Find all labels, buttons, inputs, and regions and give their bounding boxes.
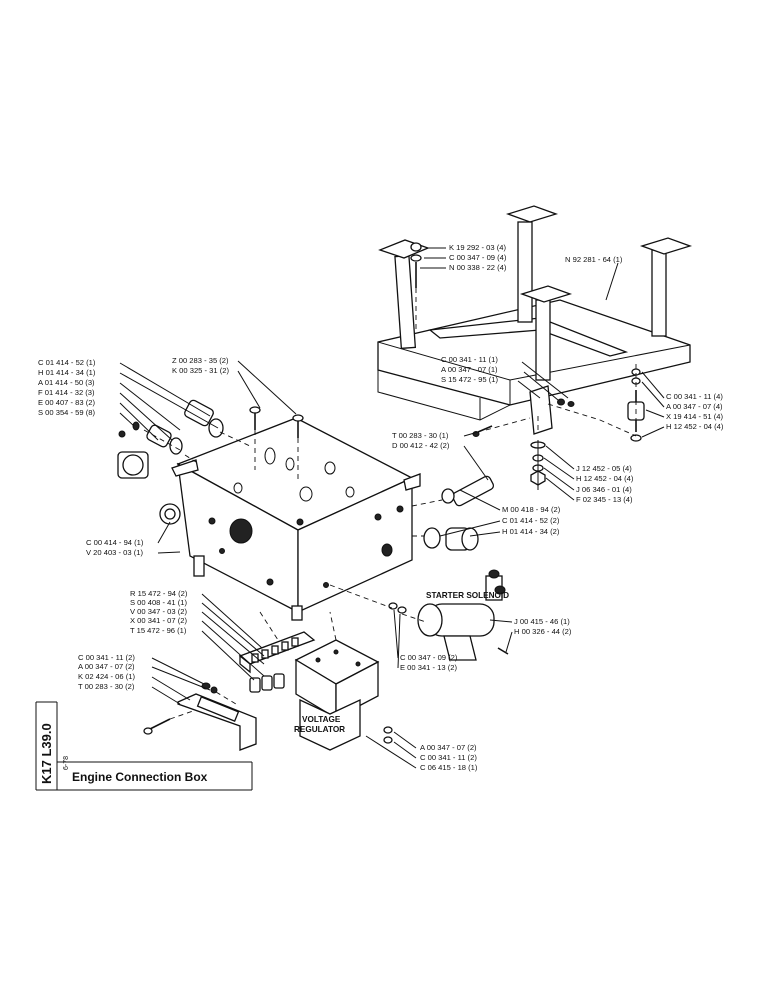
callout-left-fittings-3: A 01 414 - 50 (3) <box>38 378 95 387</box>
callout-right-mount-2: A 00 347 - 07 (4) <box>666 402 723 411</box>
callout-box-left-2: V 20 403 - 03 (1) <box>86 548 143 557</box>
lid-screws <box>249 406 304 438</box>
callout-lower-left-2: A 00 347 - 07 (2) <box>78 662 135 671</box>
callout-bracket-top-3: N 00 338 - 22 (4) <box>449 263 507 272</box>
callout-terminal-strip-1: R 15 472 - 94 (2) <box>130 589 188 598</box>
callout-bracket-top-1: K 19 292 - 03 (4) <box>449 243 506 252</box>
starter-solenoid <box>417 569 509 661</box>
callout-terminal-strip-5: T 15 472 - 96 (1) <box>130 626 187 635</box>
callout-regulator-bottom-2: C 00 341 - 11 (2) <box>420 753 477 762</box>
title-block <box>35 701 253 791</box>
starter-solenoid-label: STARTER SOLENOID <box>426 591 509 600</box>
callout-bracket-assembly: N 92 281 - 64 (1) <box>565 255 623 264</box>
voltage-regulator-label-1: VOLTAGE <box>302 715 341 724</box>
callout-box-right-1: M 00 418 - 94 (2) <box>502 505 561 514</box>
left-cable-fittings <box>117 399 224 525</box>
callout-terminal-strip-4: X 00 341 - 07 (2) <box>130 616 187 625</box>
callout-terminal-strip-3: V 00 347 - 03 (2) <box>130 607 187 616</box>
callout-solenoid-2: H 00 326 - 44 (2) <box>514 627 572 636</box>
leader-lines <box>119 247 665 769</box>
callout-bracket-mid-2: A 00 347 - 07 (1) <box>441 365 498 374</box>
callout-right-lower-2: H 12 452 - 04 (4) <box>576 474 634 483</box>
callout-left-fittings-6: S 00 354 - 59 (8) <box>38 408 95 417</box>
callout-right-mount-1: C 00 341 - 11 (4) <box>666 392 723 401</box>
mounting-bracket <box>377 205 693 435</box>
callout-right-lower-3: J 06 346 - 01 (4) <box>576 485 632 494</box>
diode-bracket <box>143 682 257 751</box>
callout-bracket-mid-1: C 00 341 - 11 (1) <box>441 355 498 364</box>
callout-bracket-top-2: C 00 347 - 09 (4) <box>449 253 507 262</box>
callout-lower-left-1: C 00 341 - 11 (2) <box>78 653 135 662</box>
callout-right-lower-1: J 12 452 - 05 (4) <box>576 464 632 473</box>
callout-left-fittings-5: E 00 407 - 83 (2) <box>38 398 95 407</box>
callout-solenoid-1: J 00 415 - 46 (1) <box>514 617 570 626</box>
bracket-top-hardware <box>410 242 422 288</box>
voltage-regulator <box>294 602 407 751</box>
callout-box-left-1: C 00 414 - 94 (1) <box>86 538 144 547</box>
callout-lid-screws-2: K 00 325 - 31 (2) <box>172 366 229 375</box>
assembly-lines <box>143 288 637 720</box>
callout-right-mount-4: H 12 452 - 04 (4) <box>666 422 724 431</box>
box-right-fittings <box>423 425 495 551</box>
connection-box <box>171 417 421 621</box>
callout-regulator-bottom-1: A 00 347 - 07 (2) <box>420 743 477 752</box>
drawing-date: 6-78 <box>63 756 70 770</box>
callout-lower-left-3: K 02 424 - 06 (1) <box>78 672 135 681</box>
callout-left-fittings-2: H 01 414 - 34 (1) <box>38 368 96 377</box>
callout-regulator-screws-1: C 00 347 - 09 (2) <box>400 653 458 662</box>
callout-lid-screws-1: Z 00 283 - 35 (2) <box>172 356 229 365</box>
callout-regulator-screws-2: E 00 341 - 13 (2) <box>400 663 457 672</box>
callout-box-side-2: D 00 412 - 42 (2) <box>392 441 450 450</box>
callout-box-right-3: H 01 414 - 34 (2) <box>502 527 560 536</box>
callout-left-fittings-1: C 01 414 - 52 (1) <box>38 358 96 367</box>
callout-regulator-bottom-3: C 06 415 - 18 (1) <box>420 763 478 772</box>
callout-terminal-strip-2: S 00 408 - 41 (1) <box>130 598 187 607</box>
terminal-strip <box>238 631 316 693</box>
voltage-regulator-label-2: REGULATOR <box>294 725 345 734</box>
callout-right-lower-4: F 02 345 - 13 (4) <box>576 495 633 504</box>
drawing-code: K17 L39.0 <box>39 723 54 784</box>
callout-box-right-2: C 01 414 - 52 (2) <box>502 516 560 525</box>
callout-left-fittings-4: F 01 414 - 32 (3) <box>38 388 95 397</box>
callout-right-mount-3: X 19 414 - 51 (4) <box>666 412 723 421</box>
callout-box-side-1: T 00 283 - 30 (1) <box>392 431 449 440</box>
page-title: Engine Connection Box <box>72 770 208 784</box>
callout-lower-left-4: T 00 283 - 30 (2) <box>78 682 135 691</box>
callout-bracket-mid-3: S 15 472 - 95 (1) <box>441 375 498 384</box>
